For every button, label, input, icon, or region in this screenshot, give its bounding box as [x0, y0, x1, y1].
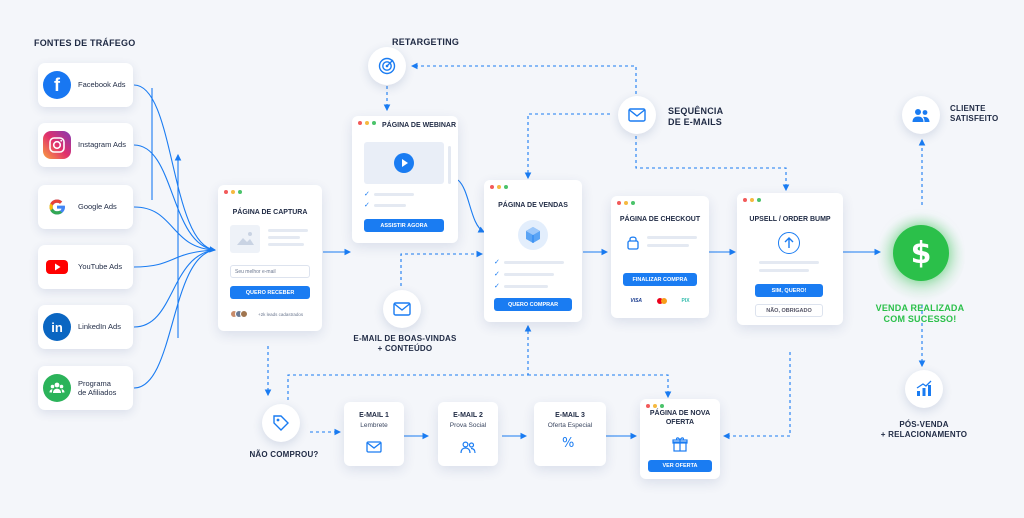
source-label: Google Ads: [78, 202, 117, 211]
welcome-email-label: E-MAIL DE BOAS-VINDAS+ CONTEÚDO: [350, 334, 460, 354]
email-sequence-node[interactable]: [618, 96, 656, 134]
source-instagram-ads[interactable]: Instagram Ads: [38, 123, 133, 167]
source-label: Facebook Ads: [78, 80, 126, 89]
upsell-accept-button[interactable]: SIM, QUERO!: [755, 284, 823, 297]
welcome-email-node[interactable]: [383, 290, 421, 328]
capture-page-title: PÁGINA DE CAPTURA: [218, 209, 322, 216]
watch-now-button[interactable]: ASSISTIR AGORA: [364, 219, 444, 232]
finish-purchase-button[interactable]: FINALIZAR COMPRA: [623, 273, 697, 286]
linkedin-icon: in: [43, 313, 71, 341]
buy-button[interactable]: QUERO COMPRAR: [494, 298, 572, 311]
upsell-decline-button[interactable]: NÃO, OBRIGADO: [755, 304, 823, 317]
checkout-page-card[interactable]: PÁGINA DE CHECKOUT FINALIZAR COMPRA VISA…: [611, 196, 709, 318]
not-bought-node[interactable]: [262, 404, 300, 442]
post-sale-label: PÓS-VENDA+ RELACIONAMENTO: [872, 420, 976, 440]
traffic-sources-title: FONTES DE TRÁFEGO: [34, 38, 135, 49]
instagram-icon: [43, 131, 71, 159]
gift-icon: [671, 435, 689, 453]
upsell-page-card[interactable]: UPSELL / ORDER BUMP SIM, QUERO! NÃO, OBR…: [737, 193, 843, 325]
affiliates-icon: [43, 374, 71, 402]
webinar-page-title: PÁGINA DE WEBINAR: [366, 122, 472, 129]
mastercard-icon: [657, 298, 667, 304]
cube-icon: [518, 220, 548, 250]
checkout-page-title: PÁGINA DE CHECKOUT: [611, 216, 709, 223]
retargeting-node[interactable]: [368, 47, 406, 85]
percent-icon: %: [562, 436, 574, 451]
sales-page-card[interactable]: PÁGINA DE VENDAS ✓ ✓ ✓ QUERO COMPRAR: [484, 180, 582, 322]
mail-icon: [365, 438, 383, 456]
followup-email-3[interactable]: E-MAIL 3 Oferta Especial %: [534, 402, 606, 466]
avatars: [230, 310, 248, 318]
source-label: YouTube Ads: [78, 262, 122, 271]
webinar-page-card[interactable]: PÁGINA DE WEBINAR ✓ ✓ ASSISTIR AGORA: [352, 116, 458, 243]
source-label: Instagram Ads: [78, 140, 126, 149]
dollar-icon: $: [911, 236, 932, 271]
arrow-up-icon: [778, 232, 800, 254]
capture-page-card[interactable]: PÁGINA DE CAPTURA Seu melhor e-mail QUER…: [218, 185, 322, 331]
social-proof-text: +2k leads cadastrados: [258, 312, 303, 317]
payment-methods: VISA PIX: [623, 295, 697, 307]
upsell-page-title: UPSELL / ORDER BUMP: [737, 216, 843, 223]
satisfied-customer-node[interactable]: [902, 96, 940, 134]
users-icon: [911, 106, 931, 124]
target-icon: [377, 56, 397, 76]
source-facebook-ads[interactable]: f Facebook Ads: [38, 63, 133, 107]
play-icon[interactable]: [394, 153, 414, 173]
source-google-ads[interactable]: Google Ads: [38, 185, 133, 229]
source-linkedin-ads[interactable]: in LinkedIn Ads: [38, 305, 133, 349]
view-offer-button[interactable]: VER OFERTA: [648, 460, 712, 472]
mail-icon: [392, 301, 412, 317]
google-icon: [43, 193, 71, 221]
post-sale-node[interactable]: [905, 370, 943, 408]
sale-node[interactable]: $: [893, 225, 949, 281]
retargeting-label: RETARGETING: [392, 37, 472, 48]
tag-icon: [271, 413, 291, 433]
video-player[interactable]: [364, 142, 444, 184]
growth-chart-icon: [914, 379, 934, 399]
visa-icon: VISA: [630, 298, 642, 304]
followup-email-1[interactable]: E-MAIL 1 Lembrete: [344, 402, 404, 466]
mail-icon: [627, 107, 647, 123]
users-icon: [459, 438, 477, 456]
image-placeholder-icon: [230, 225, 260, 253]
not-bought-label: NÃO COMPROU?: [238, 450, 330, 460]
youtube-icon: [43, 253, 71, 281]
followup-email-2[interactable]: E-MAIL 2 Prova Social: [438, 402, 498, 466]
source-label: LinkedIn Ads: [78, 322, 121, 331]
source-youtube-ads[interactable]: YouTube Ads: [38, 245, 133, 289]
sales-page-title: PÁGINA DE VENDAS: [484, 202, 582, 209]
facebook-icon: f: [43, 71, 71, 99]
pix-icon: PIX: [682, 298, 690, 304]
lock-icon: [625, 234, 641, 250]
capture-submit-button[interactable]: QUERO RECEBER: [230, 286, 310, 299]
email-input[interactable]: Seu melhor e-mail: [230, 265, 310, 278]
